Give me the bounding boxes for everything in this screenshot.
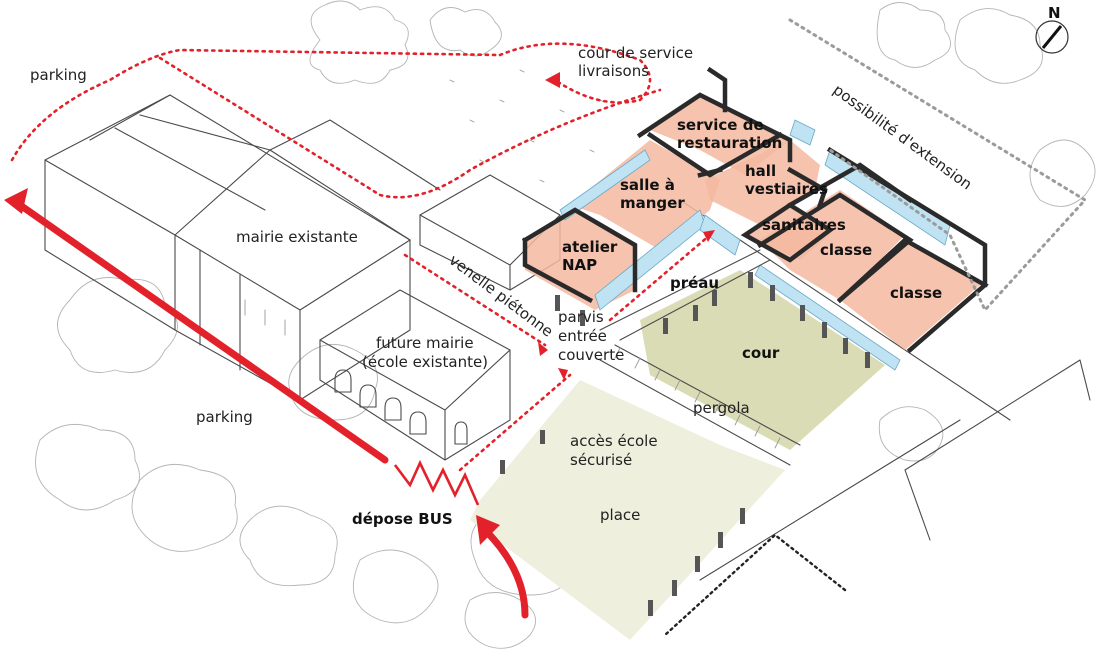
label-parking-left: parking <box>196 408 253 426</box>
compass-north-icon: N <box>1035 4 1069 54</box>
label-depose-bus: dépose BUS <box>352 510 453 528</box>
cour-area <box>640 270 885 450</box>
label-couverte: couverte <box>558 346 624 364</box>
place-area <box>470 380 785 640</box>
label-service-restauration-2: restauration <box>677 134 782 152</box>
label-mairie-existante: mairie existante <box>236 228 358 246</box>
label-cour-service: cour de service <box>578 44 693 62</box>
label-parking-top: parking <box>30 66 87 84</box>
label-salle-manger-2: manger <box>620 194 685 212</box>
north-label: N <box>1048 4 1061 22</box>
label-entree: entrée <box>558 327 607 345</box>
label-cour: cour <box>742 344 780 362</box>
glazed-facades <box>559 119 951 371</box>
new-building-walls <box>521 66 989 354</box>
label-atelier: atelier <box>562 238 618 256</box>
label-hall: hall <box>745 162 776 180</box>
label-livraisons: livraisons <box>578 62 649 80</box>
preau-columns <box>500 249 870 616</box>
label-classe-2: classe <box>890 284 942 302</box>
red-circulation-routes <box>4 42 715 619</box>
label-salle-manger-1: salle à <box>620 176 675 194</box>
label-pergola: pergola <box>693 399 750 417</box>
label-preau: préau <box>670 274 719 292</box>
plot-boundary-line <box>663 533 847 637</box>
label-nap: NAP <box>562 256 597 274</box>
label-parvis: parvis <box>558 308 604 326</box>
label-future-mairie: future mairie <box>376 334 474 352</box>
label-classe-1: classe <box>820 241 872 259</box>
label-ecole-existante: (école existante) <box>362 353 488 371</box>
label-vestiaires: vestiaires <box>745 180 828 198</box>
label-place: place <box>600 506 640 524</box>
label-sanitaires: sanitaires <box>762 216 846 234</box>
label-securise: sécurisé <box>570 451 632 469</box>
label-service-restauration-1: service de <box>677 116 764 134</box>
extension-zone-outline <box>788 18 1088 313</box>
label-acces-ecole: accès école <box>570 432 658 450</box>
